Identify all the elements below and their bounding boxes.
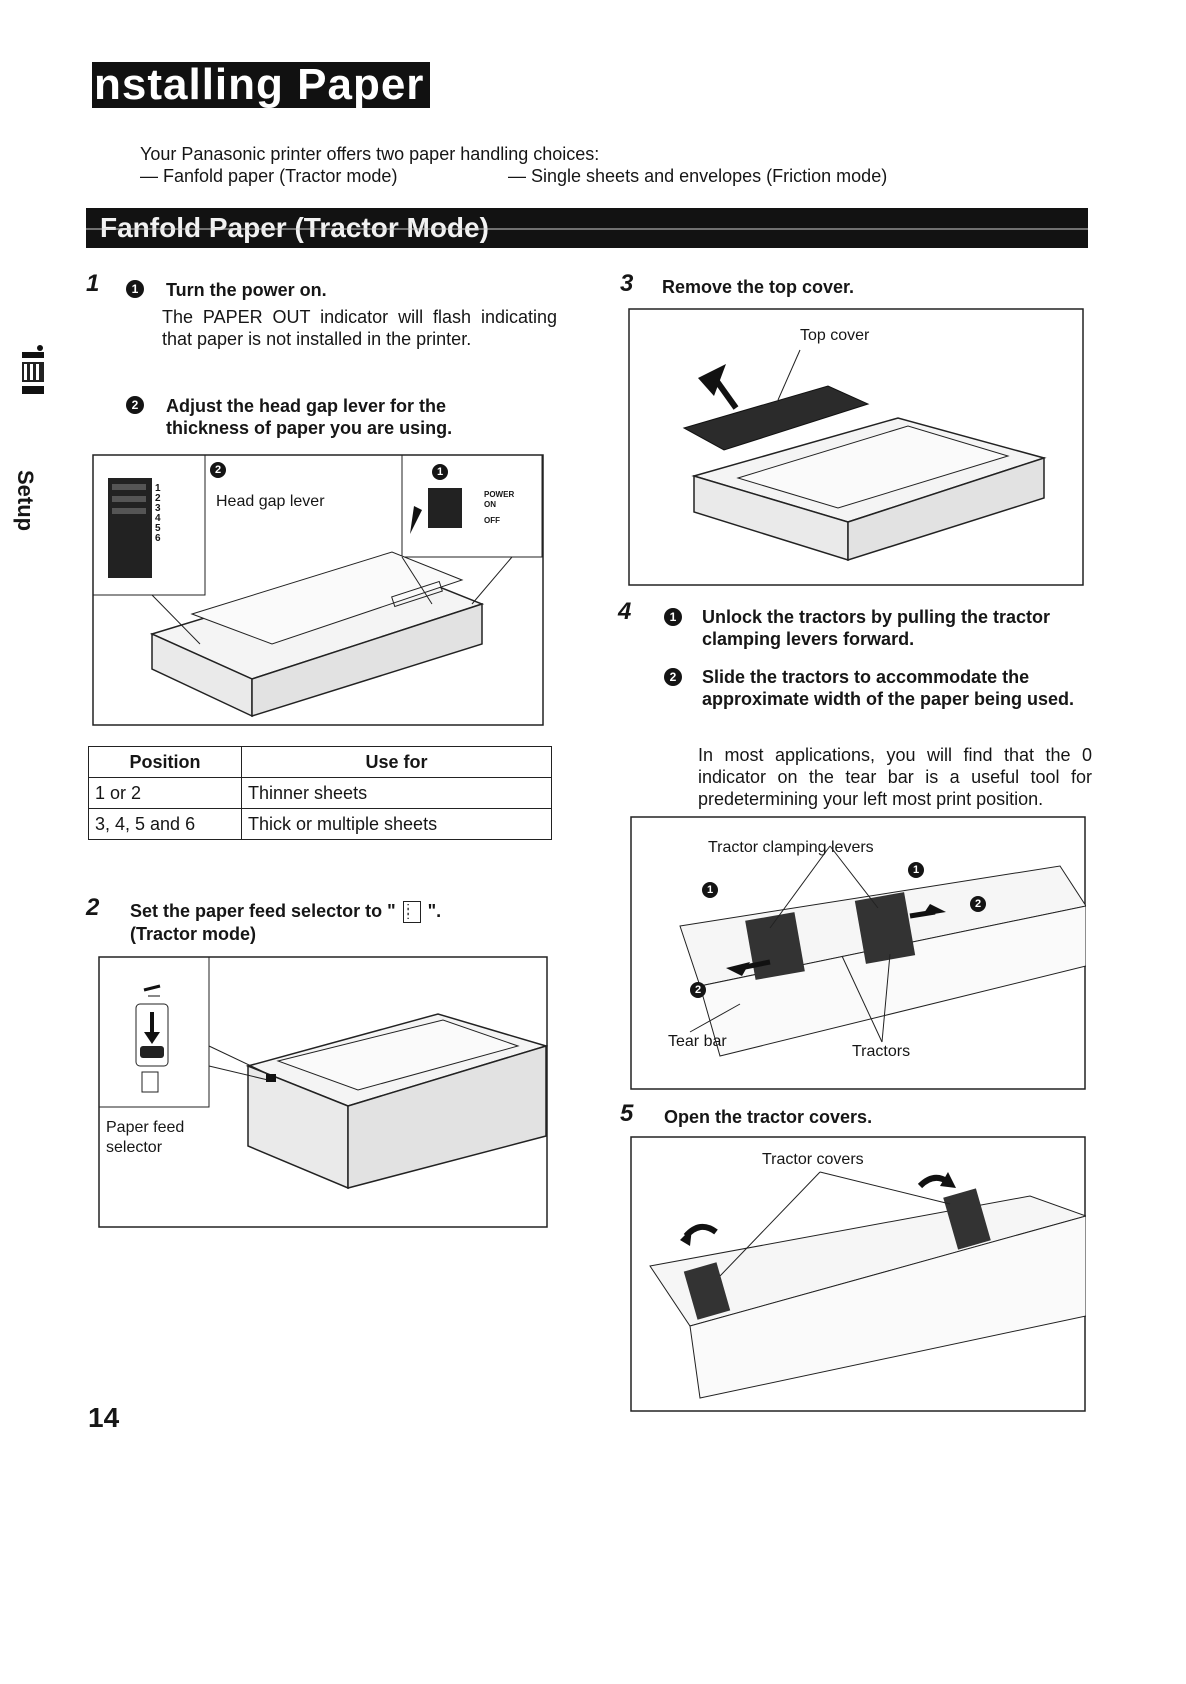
side-tab-graphic [14,342,48,420]
figure-4-bullet-1a: 1 [908,862,924,878]
figure-paper-feed-selector: Paper feed selector [98,956,548,1228]
choice-single-sheets: — Single sheets and envelopes (Friction … [508,166,888,186]
step-1-number: 1 [86,270,100,297]
head-gap-table: Position Use for 1 or 2 Thinner sheets 3… [88,746,552,840]
step-2-heading: Set the paper feed selector to " ::: ". … [130,900,441,945]
table-row: 1 or 2 Thinner sheets [88,777,552,809]
table-row: 3, 4, 5 and 6 Thick or multiple sheets [88,808,552,840]
tractor-covers-label: Tractor covers [762,1151,864,1168]
table-cell: Thick or multiple sheets [241,808,552,840]
figure-tractor-clamping: Tractor clamping levers 1 1 2 2 Tear bar… [630,816,1086,1090]
step-4-bullet-2: 2 [664,668,682,686]
step-4-number: 4 [618,598,632,625]
step-2-number: 2 [86,894,100,921]
page-number: 14 [88,1402,120,1433]
step-4-sub2-heading: Slide the tractors to accommodate the ap… [702,667,1075,709]
figure-1-bullet-2: 2 [210,462,226,478]
step-2-text-b: ". [427,901,442,921]
tractors-label: Tractors [852,1043,911,1060]
step-5-heading: Open the tractor covers. [664,1107,873,1127]
step-1-bullet-1: 1 [126,280,144,298]
step-1-sub2-heading: Adjust the head gap lever for the thickn… [166,396,453,438]
power-label: POWER [484,490,515,499]
figure-1-bullet-1: 1 [432,464,448,480]
step-3-heading: Remove the top cover. [662,277,855,297]
section-heading: Fanfold Paper (Tractor Mode) [86,208,1088,248]
step-4-sub1-heading: Unlock the tractors by pulling the tract… [702,607,1051,649]
power-on-label: ON [484,500,496,509]
page-title: nstalling Paper [92,62,431,108]
figure-top-cover: Top cover [628,308,1084,586]
step-5-number: 5 [620,1100,634,1127]
step-2-text-a: Set the paper feed selector to " [130,901,396,921]
table-header-position: Position [88,746,242,778]
top-cover-label: Top cover [800,327,870,344]
tractor-clamping-levers-label: Tractor clamping levers [708,839,874,856]
power-off-label: OFF [484,516,500,525]
step-2-text-c: (Tractor mode) [130,924,257,945]
choice-fanfold: — Fanfold paper (Tractor mode) [140,166,398,186]
figure-4-bullet-1b: 1 [702,882,718,898]
step-1-sub1-body: The PAPER OUT indicator will flash indic… [162,307,557,349]
intro-text: Your Panasonic printer offers two paper … [140,144,600,164]
table-cell: Thinner sheets [241,777,552,809]
table-cell: 3, 4, 5 and 6 [88,808,242,840]
head-gap-lever-label: Head gap lever [216,493,325,510]
step-3-number: 3 [620,270,634,297]
figure-4-bullet-2b: 2 [690,982,706,998]
table-header-row: Position Use for [88,746,552,778]
table-cell: 1 or 2 [88,777,242,809]
table-header-use-for: Use for [241,746,552,778]
figure-tractor-covers: Tractor covers [630,1136,1086,1412]
step-4-body: In most applications, you will find that… [698,745,1092,809]
side-tab-label: Setup [13,470,38,532]
tear-bar-label: Tear bar [668,1033,727,1050]
step-1-sub1-heading: Turn the power on. [166,280,327,300]
step-1-bullet-2: 2 [126,396,144,414]
tractor-mode-icon: ::: [402,901,421,924]
step-4-bullet-1: 1 [664,608,682,626]
paper-feed-selector-label: Paper feed selector [106,1119,185,1156]
figure-4-bullet-2a: 2 [970,896,986,912]
